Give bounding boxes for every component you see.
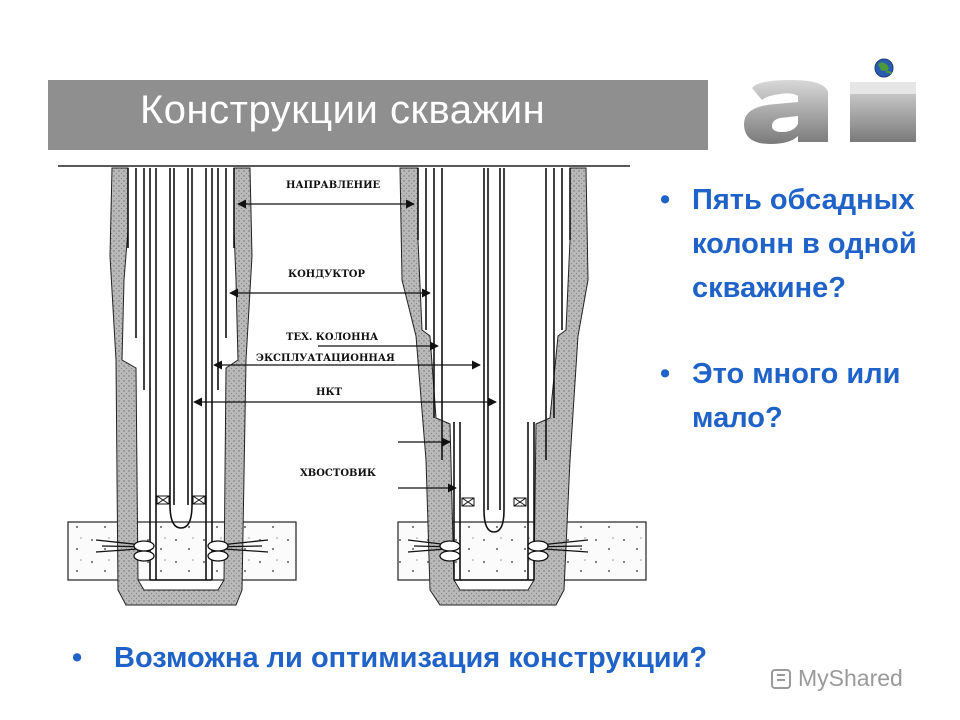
- bullet-dot-icon: •: [660, 358, 671, 390]
- bullet-dot-icon: •: [72, 642, 83, 674]
- well-diagram: НАПРАВЛЕНИЕ КОНДУКТОР ТЕХ. КОЛОННА ЭКСПЛ…: [58, 165, 647, 606]
- bottom-bullet-text: Возможна ли оптимизация конструкции?: [114, 642, 708, 674]
- bullet-text: Это много или мало?: [692, 358, 901, 434]
- bullet-dot-icon: •: [660, 184, 671, 216]
- right-well: [397, 167, 647, 606]
- bullet-item: • Это много или мало?: [660, 352, 940, 440]
- label-ekspluatatsionnaya: ЭКСПЛУАТАЦИОННАЯ: [256, 353, 395, 364]
- bottom-bullet: • Возможна ли оптимизация конструкции?: [72, 638, 707, 678]
- dimension-arrows: [193, 199, 497, 493]
- cement-annulus: [109, 167, 253, 606]
- label-konduktor: КОНДУКТОР: [288, 269, 366, 280]
- bullet-list: • Пять обсадных колонн в одной скважине?…: [660, 178, 940, 440]
- title-bar: Конструкции скважин: [48, 80, 708, 150]
- globe-icon: [874, 58, 894, 78]
- watermark: MyShared: [771, 665, 903, 691]
- ai-logo: [744, 58, 916, 144]
- label-napravlenie: НАПРАВЛЕНИЕ: [286, 180, 381, 191]
- label-nkt: НКТ: [316, 387, 343, 398]
- slide-title: Конструкции скважин: [140, 88, 546, 132]
- watermark-icon: [771, 669, 791, 689]
- left-well: [67, 167, 297, 606]
- bullet-item: • Пять обсадных колонн в одной скважине?: [660, 178, 940, 310]
- bullet-text: Пять обсадных колонн в одной скважине?: [692, 184, 917, 304]
- watermark-text: MyShared: [798, 665, 903, 691]
- label-khvostovik: ХВОСТОВИК: [300, 468, 376, 479]
- label-tekh-kolonna: ТЕХ. КОЛОННА: [286, 332, 379, 343]
